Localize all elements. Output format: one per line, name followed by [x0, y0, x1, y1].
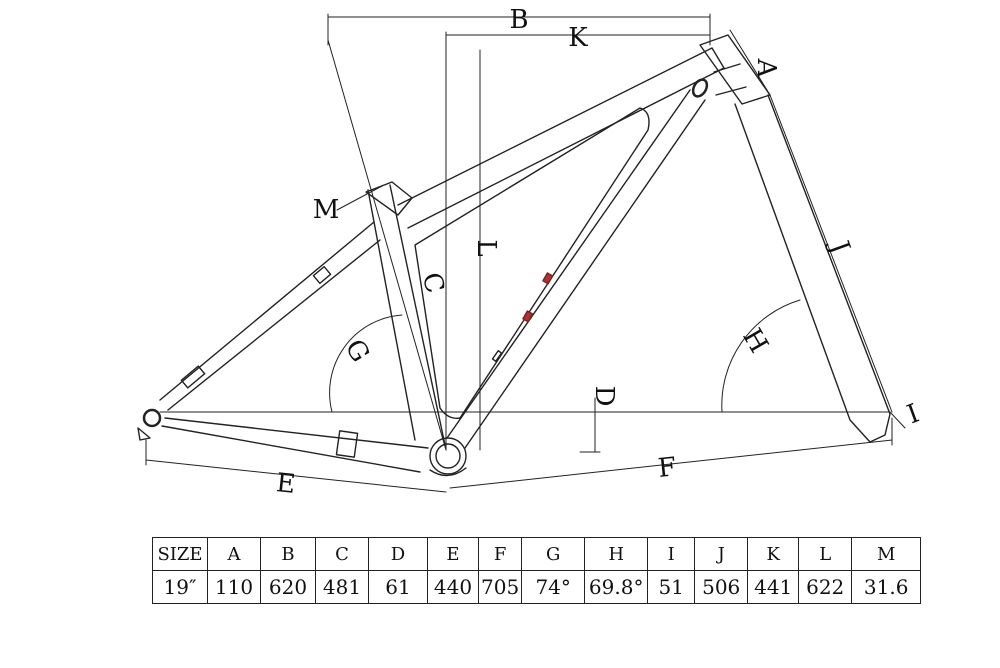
- label-E: E: [275, 468, 297, 500]
- spec-header-row: SIZE A B C D E F G H I J K L M: [152, 537, 922, 571]
- value-cell: 441: [747, 570, 800, 604]
- bottle-cage-bosses: [491, 272, 554, 362]
- label-H: H: [736, 324, 773, 359]
- head-tube: [699, 34, 771, 105]
- header-cell: F: [477, 537, 523, 571]
- header-cell: H: [584, 537, 649, 571]
- value-cell: 506: [694, 570, 749, 604]
- value-cell: 620: [260, 570, 316, 604]
- label-B: B: [509, 5, 528, 35]
- label-L: L: [471, 239, 501, 256]
- bike-frame-geometry-diagram: B K A M L C J G H D I E F: [137, 5, 923, 500]
- dimension-lines: [145, 13, 906, 493]
- label-J: J: [823, 234, 856, 257]
- value-cell: 51: [647, 570, 696, 604]
- header-cell: M: [851, 537, 922, 571]
- header-cell: K: [747, 537, 800, 571]
- header-cell: B: [260, 537, 316, 571]
- value-cell: 705: [477, 570, 523, 604]
- rear-dropout: [142, 408, 162, 428]
- header-cell: A: [207, 537, 261, 571]
- label-K: K: [568, 23, 588, 53]
- header-cell: G: [521, 537, 586, 571]
- seat-stay: [159, 221, 381, 411]
- value-cell: 110: [207, 570, 261, 604]
- value-cell: 74°: [521, 570, 586, 604]
- value-cell: 31.6: [851, 570, 922, 604]
- header-cell: SIZE: [152, 537, 208, 571]
- bottom-bracket: [429, 437, 467, 475]
- front-triangle-window: [414, 107, 650, 419]
- value-cell: 440: [427, 570, 479, 604]
- value-cell: 69.8°: [584, 570, 649, 604]
- label-C: C: [416, 269, 450, 296]
- top-tube: [397, 47, 725, 229]
- value-cell: 622: [798, 570, 853, 604]
- fork-leg: [734, 94, 891, 443]
- frame-outline: [137, 34, 891, 477]
- value-cell: 481: [315, 570, 369, 604]
- chain-stay: [161, 417, 429, 473]
- header-cell: C: [315, 537, 369, 571]
- value-cell: 61: [368, 570, 428, 604]
- value-cell: 19″: [152, 570, 208, 604]
- label-A: A: [751, 58, 781, 79]
- geometry-spec-table: SIZE A B C D E F G H I J K L M 19″ 110 6…: [152, 537, 922, 604]
- header-cell: I: [647, 537, 696, 571]
- label-G: G: [339, 335, 375, 368]
- seat-collar: [365, 181, 413, 216]
- label-I: I: [903, 399, 923, 431]
- header-cell: E: [427, 537, 479, 571]
- seat-tube: [367, 184, 446, 446]
- label-D: D: [589, 386, 619, 407]
- header-cell: L: [798, 537, 853, 571]
- label-M: M: [313, 195, 340, 225]
- header-cell: J: [694, 537, 749, 571]
- spec-value-row: 19″ 110 620 481 61 440 705 74° 69.8° 51 …: [152, 570, 922, 604]
- header-cell: D: [368, 537, 428, 571]
- down-tube: [446, 89, 706, 449]
- label-F: F: [657, 452, 678, 484]
